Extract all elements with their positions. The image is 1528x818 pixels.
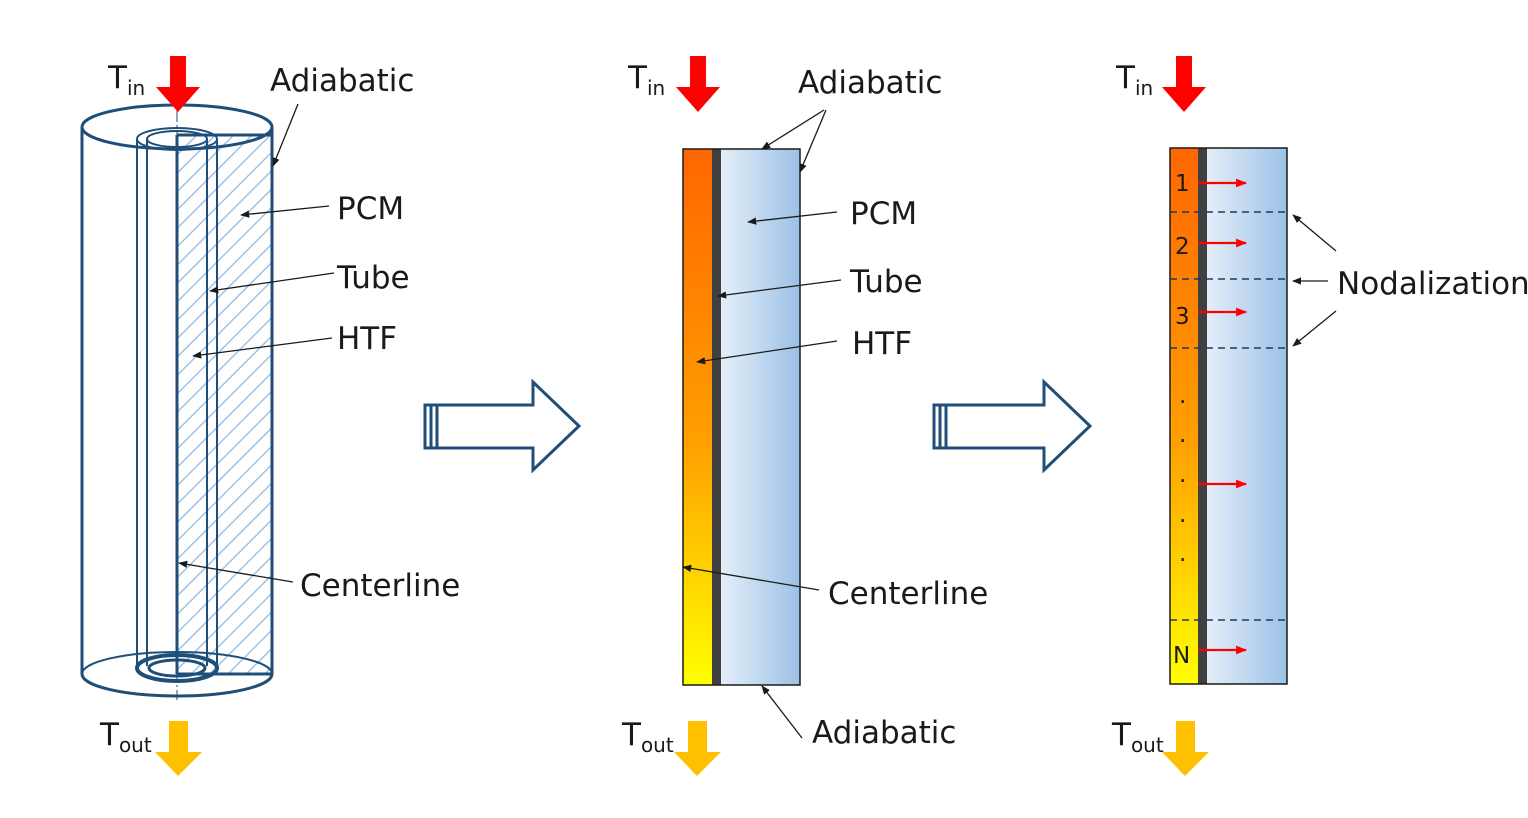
section-outline <box>682 148 801 686</box>
node-3-label: 3 <box>1175 304 1190 330</box>
htf-pointer <box>192 337 333 359</box>
pcm-hatched-region <box>177 135 271 673</box>
centerline-pointer <box>682 564 820 591</box>
node-1-label: 1 <box>1175 171 1190 197</box>
pcm-region <box>1207 148 1287 684</box>
tube-pointer <box>717 279 842 299</box>
outlet-arrow-icon <box>674 721 721 776</box>
pcm-pointer <box>747 211 838 225</box>
htf-region <box>683 149 712 685</box>
tube-wall <box>1198 148 1207 684</box>
t-out-label: Tout <box>1111 717 1164 757</box>
t-out-label: Tout <box>99 717 152 757</box>
adiabatic-top-pointer-1 <box>761 109 825 150</box>
pcm-region <box>721 149 800 685</box>
adiabatic-label: Adiabatic <box>270 63 414 99</box>
ellipsis-dot: . <box>1179 422 1186 448</box>
ellipsis-dot: . <box>1179 541 1186 567</box>
pcm-label: PCM <box>337 191 404 227</box>
adiabatic-bottom-pointer <box>761 685 803 739</box>
node-n-label: N <box>1173 643 1190 669</box>
inlet-arrow-icon <box>1162 56 1206 112</box>
section-outline <box>1169 147 1288 685</box>
t-out-label: Tout <box>621 717 674 757</box>
ellipsis-dot: . <box>1179 383 1186 409</box>
panel-section: Tin Tout Adiabatic PCM Tube HTF Centerli… <box>621 56 988 776</box>
node-2-label: 2 <box>1175 234 1190 260</box>
adiabatic-bottom-label: Adiabatic <box>812 715 956 751</box>
outlet-arrow-icon <box>1162 721 1209 776</box>
htf-label: HTF <box>852 326 912 362</box>
ellipsis-dot: . <box>1179 502 1186 528</box>
ellipsis-dot: . <box>1179 462 1186 488</box>
htf-pointer <box>696 340 838 365</box>
pcm-pointer <box>240 205 330 218</box>
t-in-label: Tin <box>627 60 665 100</box>
tube-label: Tube <box>849 264 923 300</box>
cut-plane-outline <box>175 133 272 676</box>
nodalization-pointer-3 <box>1292 310 1337 347</box>
centerline-label: Centerline <box>828 576 988 612</box>
node-boundaries <box>1170 211 1287 621</box>
outlet-arrow-icon <box>155 721 202 776</box>
inlet-arrow-icon <box>676 56 720 112</box>
transition-arrow-1-icon <box>423 378 582 474</box>
tube-label: Tube <box>336 260 410 296</box>
t-in-label: Tin <box>107 60 145 100</box>
centerline-label: Centerline <box>300 568 460 604</box>
inlet-arrow-icon <box>156 56 200 112</box>
tube-pointer <box>209 272 335 294</box>
heat-flux-arrows <box>1198 178 1248 655</box>
adiabatic-top-label: Adiabatic <box>798 65 942 101</box>
transition-arrow-2-icon <box>932 378 1093 474</box>
nodalization-label: Nodalization <box>1337 266 1528 302</box>
pcm-label: PCM <box>850 196 917 232</box>
panel-nodalization: 1 2 3 N . . . . . Tin Tout Nodalization <box>1111 56 1528 776</box>
adiabatic-top-pointer-2 <box>799 109 827 173</box>
htf-label: HTF <box>337 321 397 357</box>
panel-cylinder: Tin Tout Adiabatic PCM Tube HTF Centerli… <box>80 56 460 776</box>
tube-wall <box>712 149 721 685</box>
nodalization-pointer-1 <box>1292 214 1337 252</box>
htf-region <box>1170 148 1198 684</box>
t-in-label: Tin <box>1115 60 1153 100</box>
centerline-pointer <box>178 560 294 583</box>
adiabatic-pointer <box>272 103 299 167</box>
